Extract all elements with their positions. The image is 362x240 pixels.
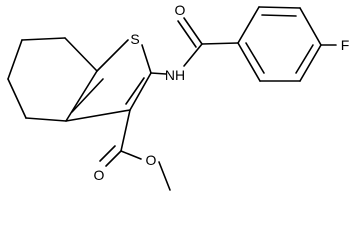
bond (96, 39, 129, 72)
bond (7, 78, 27, 119)
bond (261, 14, 297, 17)
amide-nitrogen-label: NH (165, 67, 185, 83)
cyclohexane-ring (7, 37, 98, 122)
fluorine-atom-label: F (341, 37, 350, 53)
fluorophenyl-ring (237, 6, 337, 82)
bond (105, 150, 122, 167)
bond (21, 37, 66, 41)
bond (65, 70, 98, 122)
bond (237, 6, 260, 44)
bond (245, 42, 265, 74)
amide-group (150, 17, 239, 75)
bond (299, 44, 322, 82)
bond (120, 150, 142, 160)
bond (141, 44, 152, 74)
sulfur-atom-label: S (130, 31, 139, 47)
atom-labels: S NH O F O O (94, 2, 350, 183)
carbonyl-oxygen-label: O (94, 167, 105, 183)
bond (295, 44, 314, 74)
chemical-structure-diagram: S NH O F O O (7, 2, 350, 191)
bond (158, 161, 171, 191)
bond (129, 72, 152, 111)
bond (71, 78, 104, 113)
bond (237, 42, 261, 82)
bond (150, 72, 167, 75)
bond (258, 6, 301, 9)
methyl-ester-group (99, 109, 171, 191)
bond (7, 39, 23, 80)
bond (183, 17, 203, 45)
bond (64, 37, 98, 72)
bond (125, 77, 145, 105)
bond (120, 109, 131, 152)
bond (183, 43, 203, 67)
bond (65, 109, 131, 122)
bond (201, 42, 239, 45)
bond (299, 7, 322, 46)
thiophene-ring (65, 39, 152, 122)
amide-oxygen-label: O (175, 2, 186, 18)
bond (25, 117, 67, 122)
bond (177, 20, 197, 48)
bond (99, 145, 116, 162)
ester-oxygen-label: O (146, 152, 157, 168)
